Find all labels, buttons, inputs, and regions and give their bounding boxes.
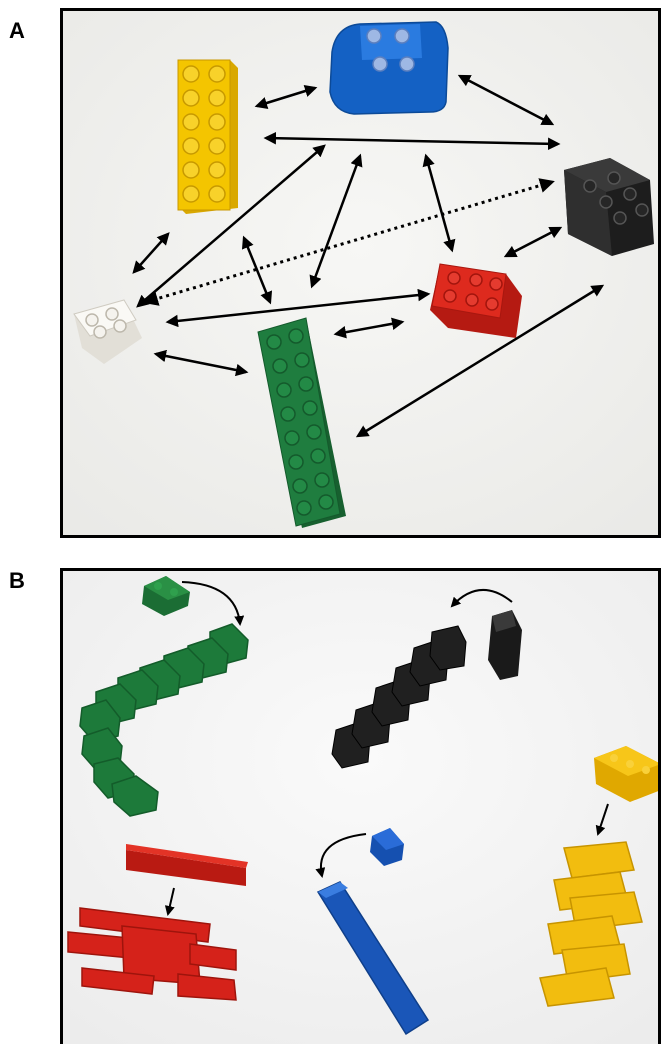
green-2x8-plate [257,317,346,528]
blue-1x1-brick [370,828,404,866]
black-staircase [331,625,467,769]
arrow-red-down [164,887,175,916]
arrow-yellow-down [595,803,609,836]
green-2x2-brick [142,576,190,616]
black-2x4-brick [564,158,654,256]
white-2x2-brick [73,299,142,364]
arrow-blue-curve [315,833,367,878]
yellow-2x4-brick [594,746,661,802]
arrow-yellow-blue [254,84,318,110]
arrow-white-black-dotted [143,178,555,306]
blue-column [316,881,430,1036]
black-1x4-brick [488,610,522,680]
arrow-yellow-black [263,131,561,151]
panel-a-photo [60,8,661,538]
panel-b-label: B [9,568,25,593]
blue-curved-2x4-brick [329,21,449,115]
red-1x8-brick [126,844,248,886]
panel-a-label: A [9,18,25,43]
arrow-green-curve [181,581,245,626]
arrow-black-curve [450,588,513,608]
panel-a-border [60,8,661,538]
arrow-blue-black [457,74,555,126]
arrow-white-green [153,349,249,377]
green-stepped-arc [79,623,249,817]
yellow-2x6-brick [177,59,238,214]
panel-b-photo [60,568,661,1044]
red-symmetric-build [67,907,237,1001]
arrow-green-black [355,284,605,438]
panel-b-border [60,568,661,1044]
yellow-stack [539,841,643,1007]
